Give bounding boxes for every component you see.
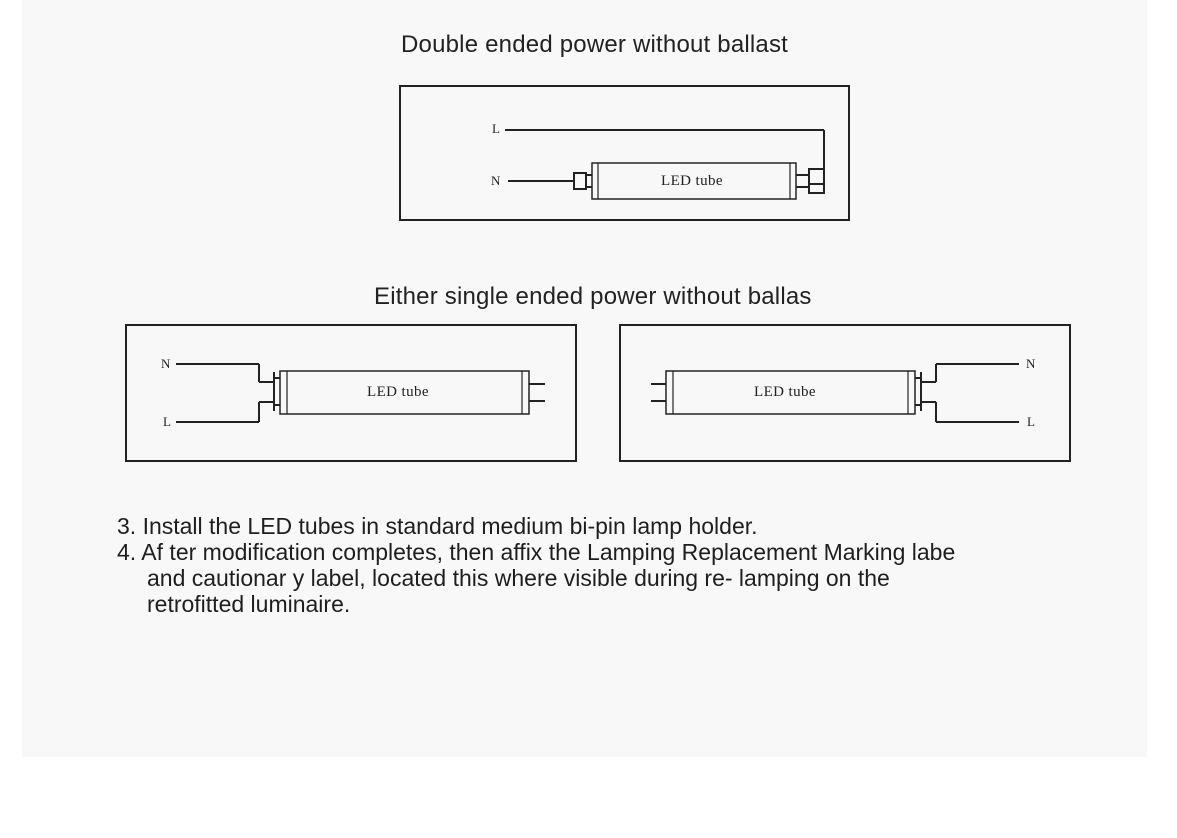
instructions: 3. Install the LED tubes in standard med… xyxy=(117,513,1157,617)
diagram1-label-n: N xyxy=(491,173,501,188)
diagram2-left-box xyxy=(125,324,577,462)
diagram1-title: Double ended power without ballast xyxy=(401,31,789,58)
diagram2-right-tube-label: LED tube xyxy=(754,384,816,400)
diagram1-tube-label: LED tube xyxy=(661,173,723,189)
diagram2-right-label-l: L xyxy=(1027,414,1035,429)
diagram2-left-led-tube xyxy=(279,370,530,415)
content-panel xyxy=(22,0,1147,757)
diagram2-right-box xyxy=(619,324,1071,462)
diagram1-box xyxy=(399,85,850,221)
diagram2-title: Either single ended power without ballas xyxy=(374,283,812,310)
diagram1-led-tube xyxy=(591,162,797,200)
diagram2-left-label-l: L xyxy=(163,414,171,429)
instruction-line-4-cont: and cautionar y label, located this wher… xyxy=(147,565,890,591)
diagram2-right-led-tube xyxy=(665,370,916,415)
diagram2-right-label-n: N xyxy=(1026,356,1036,371)
diagram2-left-label-n: N xyxy=(161,356,171,371)
diagram2-left-tube-label: LED tube xyxy=(367,384,429,400)
instruction-line-4: 4. Af ter modification completes, then a… xyxy=(117,539,956,565)
diagram1-label-l: L xyxy=(492,121,500,136)
instruction-line-3: 3. Install the LED tubes in standard med… xyxy=(117,513,758,539)
instruction-line-4-end: retrofitted luminaire. xyxy=(147,591,351,617)
